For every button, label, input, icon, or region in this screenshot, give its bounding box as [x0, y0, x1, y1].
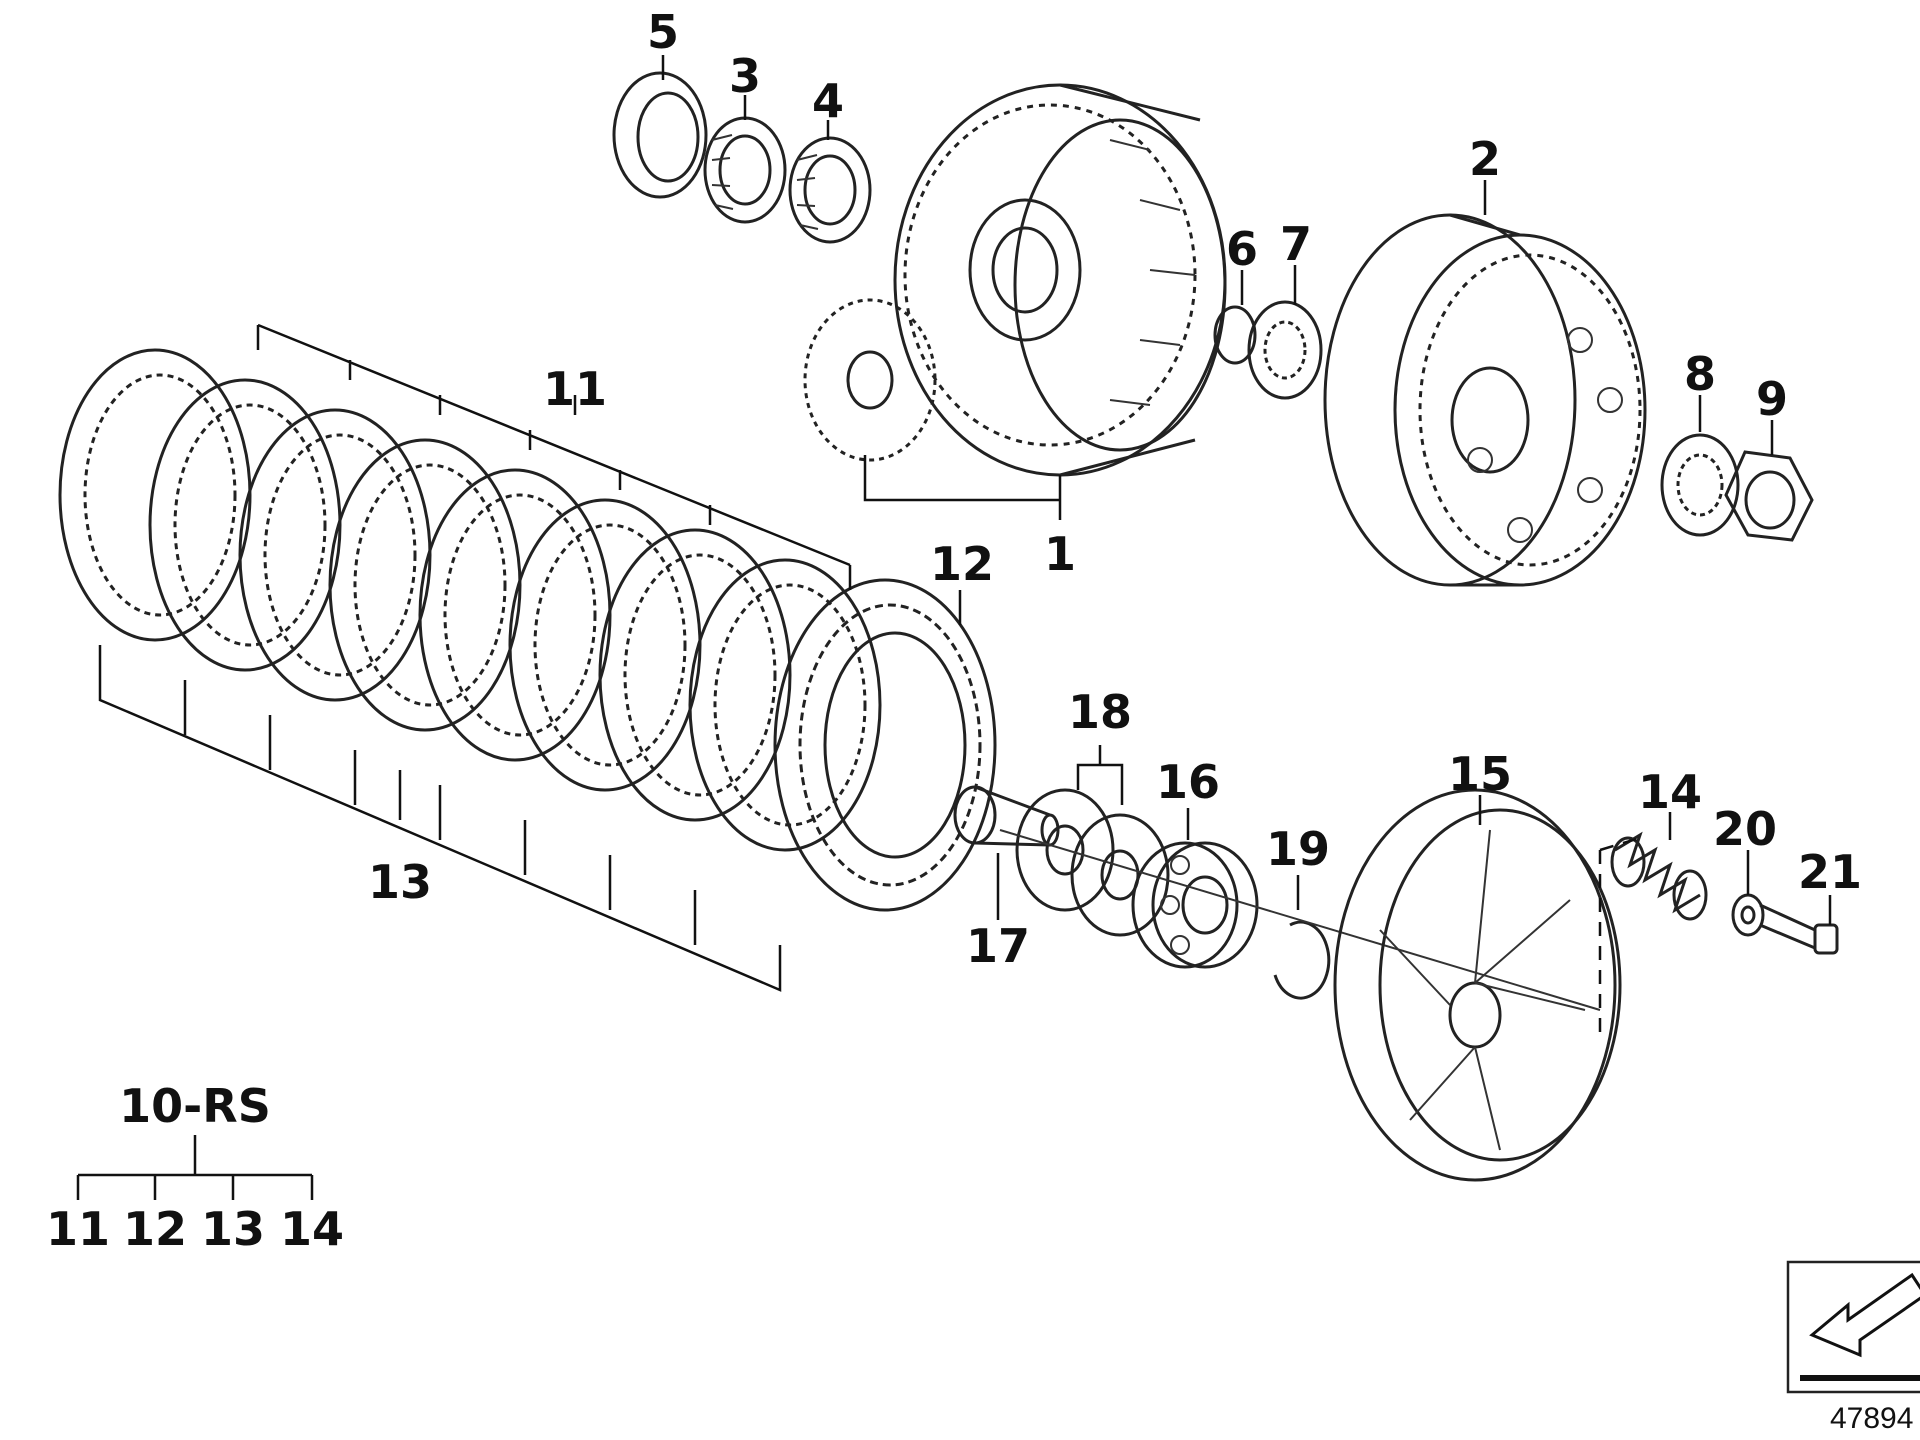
callout-4: 4: [812, 74, 844, 128]
callout-20: 20: [1713, 802, 1777, 856]
callout-2: 2: [1469, 132, 1501, 186]
clutch-plate-stack: [58, 348, 882, 852]
part-6-ring: [1213, 305, 1257, 365]
callout-15: 15: [1448, 747, 1512, 801]
part-9-nut: [1724, 450, 1814, 542]
callout-8: 8: [1684, 347, 1716, 401]
callout-19: 19: [1266, 822, 1330, 876]
callout-6: 6: [1226, 222, 1258, 276]
callout-17: 17: [966, 919, 1030, 973]
kit-label: 10-RS: [119, 1079, 271, 1133]
callout-3: 3: [729, 49, 761, 103]
reference-number: 47894: [1830, 1402, 1913, 1435]
callout-18: 18: [1068, 685, 1132, 739]
part-21-bolt: [1759, 903, 1839, 955]
direction-arrow-box: [1786, 1260, 1920, 1394]
callout-11: 11: [543, 362, 607, 416]
part-15-pressure-plate: [1333, 788, 1622, 1182]
part-3-needle-bearing: [703, 116, 787, 224]
part-4-needle-bearing: [788, 136, 872, 244]
part-14-spring: [1610, 831, 1708, 921]
part-19-circlip: [1273, 920, 1331, 1000]
part-20-washer: [1731, 893, 1765, 937]
leader-lines: [76, 55, 1832, 1200]
direction-arrow-icon: [1809, 1272, 1920, 1358]
callout-13: 13: [368, 855, 432, 909]
callout-5: 5: [647, 5, 679, 59]
part-8-lock-washer: [1660, 433, 1740, 537]
callout-16: 16: [1156, 755, 1220, 809]
kit-item-14: 14: [280, 1202, 344, 1256]
callout-1: 1: [1044, 527, 1076, 581]
part-5-seal-ring: [612, 71, 708, 199]
part-16-ball-bearing: [1131, 841, 1259, 969]
part-17-thrust-pin: [953, 785, 1060, 847]
callout-9: 9: [1756, 372, 1788, 426]
callout-7: 7: [1280, 217, 1312, 271]
kit-item-11: 11: [46, 1202, 110, 1256]
callout-21: 21: [1798, 845, 1862, 899]
part-7-lock-washer: [1247, 300, 1323, 400]
callout-14: 14: [1638, 765, 1702, 819]
spring-dashed-bracket: [1598, 836, 1641, 1035]
part-12-friction-plate: [773, 578, 997, 912]
part-18-washers: [1015, 788, 1170, 937]
callout-12: 12: [930, 537, 994, 591]
assembly-axis: [999, 829, 1601, 1011]
part-2-clutch-hub: [1323, 213, 1647, 587]
part-1-clutch-basket: [803, 83, 1227, 477]
kit-item-13: 13: [201, 1202, 265, 1256]
kit-item-12: 12: [123, 1202, 187, 1256]
